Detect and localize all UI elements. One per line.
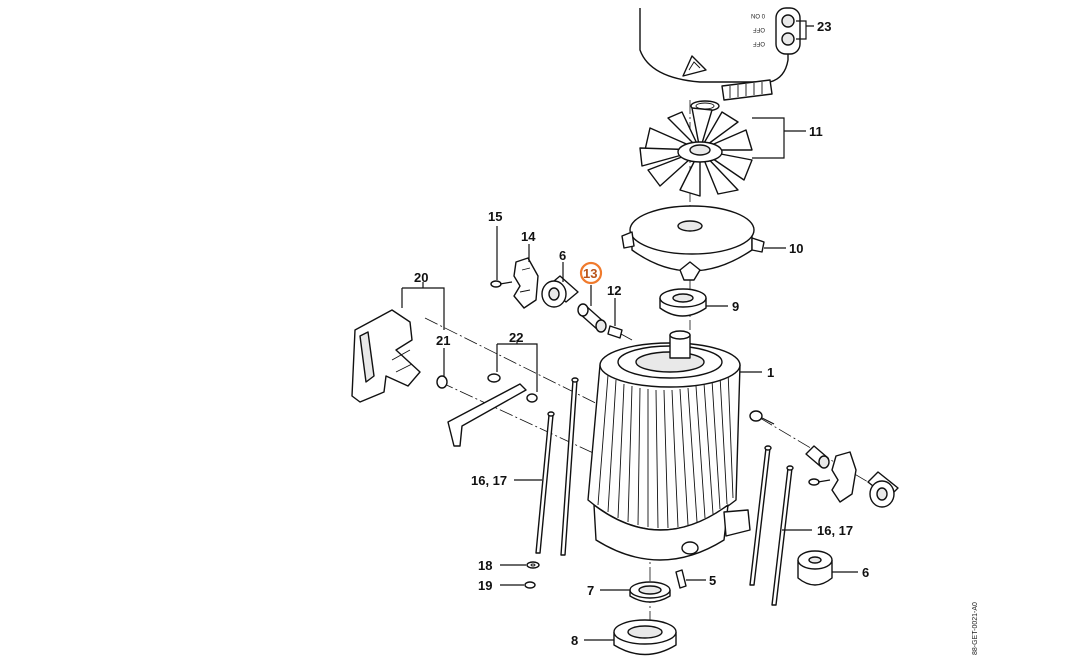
callout-6-upper: 6 xyxy=(559,248,566,263)
drawing-id: 88-GET-0021-A0 xyxy=(972,602,979,655)
part-7-shaft-seal xyxy=(629,581,671,603)
part-14-clamp-right xyxy=(831,451,857,503)
part-6-buffer-right xyxy=(867,471,899,508)
part-15-screw xyxy=(490,280,513,288)
callout-9: 9 xyxy=(732,299,739,314)
part-11-fan xyxy=(639,107,753,197)
callout-20: 20 xyxy=(414,270,428,285)
cover-label-off-2: OFF xyxy=(753,40,765,46)
callout-15: 15 xyxy=(488,209,502,224)
callout-23: 23 xyxy=(817,19,831,34)
part-1-motor-housing xyxy=(587,330,751,561)
callout-13: 13 xyxy=(583,266,597,281)
part-22-bracket xyxy=(447,373,538,447)
part-13-sleeve xyxy=(577,303,607,333)
callout-19: 19 xyxy=(478,578,492,593)
callout-12: 12 xyxy=(607,283,621,298)
part-18-washer xyxy=(526,561,540,569)
leader-lines xyxy=(401,20,858,641)
callout-21: 21 xyxy=(436,333,450,348)
part-16-17-tie-bolts xyxy=(535,377,794,606)
part-10-end-shield xyxy=(621,205,765,281)
part-21-o-ring xyxy=(436,375,448,389)
callout-6-lower: 6 xyxy=(862,565,869,580)
part-12-screw xyxy=(607,325,633,341)
callout-14: 14 xyxy=(521,229,536,244)
part-5-pin xyxy=(675,569,687,589)
callout-labels: 23 11 10 15 14 6 13 12 9 20 21 22 1 16, … xyxy=(414,19,869,648)
callout-16-17-right: 16, 17 xyxy=(817,523,853,538)
callout-10: 10 xyxy=(789,241,803,256)
part-6-buffer-lower xyxy=(797,550,833,586)
part-14-clamp-upper xyxy=(513,257,539,309)
cover-label-on: 0 ON xyxy=(751,12,765,18)
callout-11: 11 xyxy=(809,124,823,139)
part-9-bearing xyxy=(659,288,707,317)
callout-13-highlight xyxy=(579,261,603,285)
callout-16-17-left: 16, 17 xyxy=(471,473,507,488)
part-20-switch xyxy=(351,309,421,403)
part-23-terminal-cover: 0 ON OFF OFF xyxy=(639,7,801,112)
part-8-bearing xyxy=(613,619,677,656)
callout-5: 5 xyxy=(709,573,716,588)
part-6-buffer-upper xyxy=(541,275,579,308)
part-19-nut xyxy=(524,581,536,589)
callout-7: 7 xyxy=(587,583,594,598)
part-15-screw-right xyxy=(808,478,831,486)
part-12-screw-right xyxy=(749,410,775,425)
callout-22: 22 xyxy=(509,330,523,345)
callout-8: 8 xyxy=(571,633,578,648)
callout-18: 18 xyxy=(478,558,492,573)
cover-label-off-1: OFF xyxy=(753,26,765,32)
part-13-sleeve-right xyxy=(805,445,830,469)
callout-1: 1 xyxy=(767,365,774,380)
